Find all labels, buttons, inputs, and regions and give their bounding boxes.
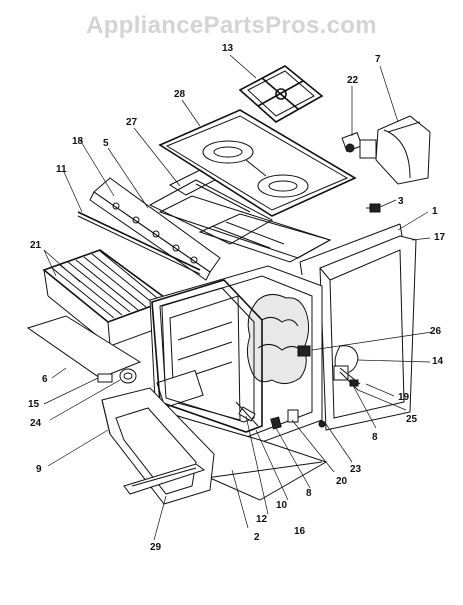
callout-6: 6 <box>42 374 48 385</box>
callout-15: 15 <box>28 399 40 410</box>
callout-10: 10 <box>276 500 288 511</box>
callout-26: 26 <box>430 326 442 337</box>
callout-3: 3 <box>398 196 404 207</box>
callout-22: 22 <box>347 75 359 86</box>
callout-2: 2 <box>254 532 260 543</box>
callout-11: 11 <box>56 164 67 175</box>
callout-21: 21 <box>30 240 42 251</box>
part-insulation <box>246 294 310 384</box>
part-drawer-glide <box>123 463 206 495</box>
callout-16: 16 <box>294 526 306 537</box>
part-knob <box>341 132 363 153</box>
callout-18: 18 <box>72 136 84 147</box>
part-vent-cover <box>359 115 431 185</box>
callout-1: 1 <box>432 206 438 217</box>
callout-13: 13 <box>222 43 234 54</box>
part-cooktop <box>158 109 357 217</box>
part-bracket <box>366 203 381 213</box>
part-oven-bottom <box>26 315 142 379</box>
callout-labels: 13 28 22 7 27 5 18 11 3 1 17 21 26 14 6 … <box>28 43 446 553</box>
callout-8-lower: 8 <box>306 488 312 499</box>
callout-8-right: 8 <box>372 432 378 443</box>
callout-24: 24 <box>30 418 42 429</box>
callout-19: 19 <box>398 392 410 403</box>
callout-29: 29 <box>150 542 162 553</box>
callout-23: 23 <box>350 464 362 475</box>
callout-17: 17 <box>434 232 446 243</box>
part-thermostat <box>339 367 361 391</box>
callout-12: 12 <box>256 514 268 525</box>
part-burner-grate <box>238 65 324 123</box>
leader-lines <box>43 54 433 541</box>
watermark: AppliancePartsPros.com <box>86 12 377 39</box>
callout-27: 27 <box>126 117 138 128</box>
callout-20: 20 <box>336 476 348 487</box>
callout-28: 28 <box>174 89 186 100</box>
part-lower-components <box>235 401 326 430</box>
part-trim-strip <box>77 211 201 275</box>
callout-9: 9 <box>36 464 42 475</box>
callout-5: 5 <box>103 138 109 149</box>
part-cabinet-side <box>299 223 417 431</box>
part-main-top <box>158 195 332 263</box>
callout-14: 14 <box>432 356 444 367</box>
part-control-panel <box>89 177 221 281</box>
callout-7: 7 <box>375 54 381 65</box>
callout-25: 25 <box>406 414 418 425</box>
